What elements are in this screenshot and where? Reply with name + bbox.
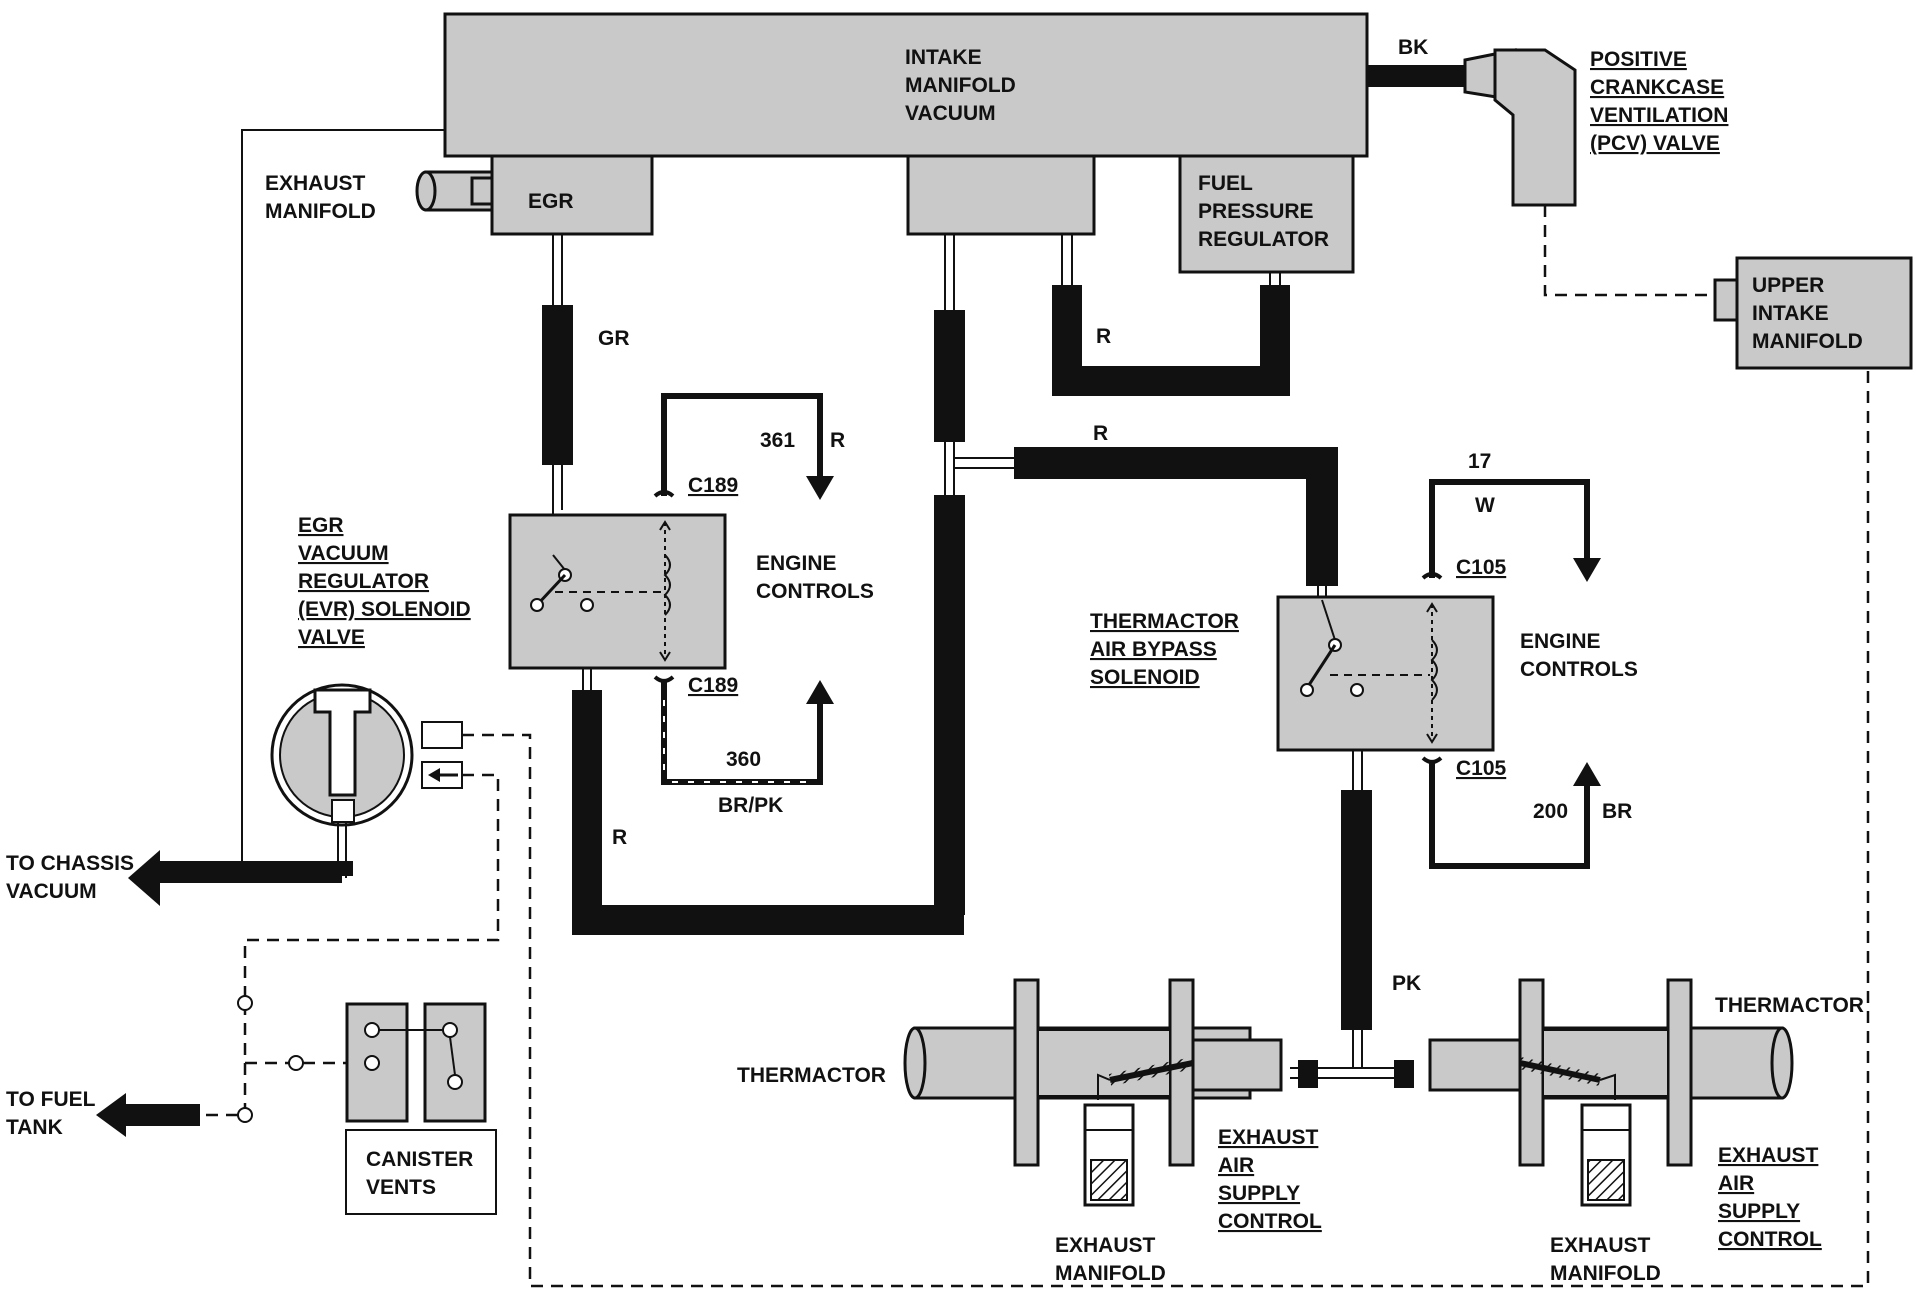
- label-pcv-2: CRANKCASE: [1590, 76, 1724, 99]
- exhaust-manifold-pipe: [415, 170, 494, 212]
- label-intake-3: VACUUM: [905, 102, 996, 125]
- thermactor-air-bypass-solenoid: [1276, 595, 1495, 752]
- label-r-fpr: R: [1096, 325, 1111, 348]
- label-easc-left-2: AIR: [1218, 1154, 1254, 1177]
- label-pcv-4: (PCV) VALVE: [1590, 132, 1720, 155]
- label-easc-right-4: CONTROL: [1718, 1228, 1822, 1251]
- thermactor-hose-pk: [1290, 700, 1414, 1088]
- label-egr: EGR: [528, 190, 574, 213]
- label-gr: GR: [598, 327, 630, 350]
- label-evr-5: VALVE: [298, 626, 365, 649]
- label-wire-200: 200: [1533, 800, 1568, 823]
- label-fuel-1: TO FUEL: [6, 1088, 96, 1111]
- canister-vent-switches: [237, 995, 497, 1215]
- label-pcv-1: POSITIVE: [1590, 48, 1687, 71]
- egr-hose-gr: [542, 234, 573, 555]
- label-fpr-2: PRESSURE: [1198, 200, 1314, 223]
- evr-wire-360: [653, 675, 834, 785]
- intake-manifold: [443, 12, 1369, 158]
- pcv-valve: [1367, 48, 1577, 207]
- evr-solenoid-valve: [508, 513, 727, 670]
- label-r-lower: R: [612, 826, 627, 849]
- label-r-361: R: [830, 429, 845, 452]
- label-engine-controls-1b: CONTROLS: [756, 580, 874, 603]
- label-evr-4: (EVR) SOLENOID: [298, 598, 471, 621]
- label-c105-top: C105: [1456, 556, 1507, 579]
- label-uim-2: INTAKE: [1752, 302, 1829, 325]
- label-c189-top: C189: [688, 474, 738, 497]
- canister-vent-line: [243, 773, 500, 1003]
- fuel-pressure-regulator: [1178, 154, 1355, 274]
- label-thermactor-left: THERMACTOR: [737, 1064, 886, 1087]
- label-easc-left-1: EXHAUST: [1218, 1126, 1319, 1149]
- label-thermactor-right: THERMACTOR: [1715, 994, 1864, 1017]
- label-evr-2: VACUUM: [298, 542, 389, 565]
- intake-vacuum-port-block: [906, 154, 1096, 236]
- label-chassis-2: VACUUM: [6, 880, 97, 903]
- label-br-pk: BR/PK: [718, 794, 783, 817]
- label-chassis-1: TO CHASSIS: [6, 852, 134, 875]
- label-tab-2: AIR BYPASS: [1090, 638, 1217, 661]
- pcv-to-uim-line: [1543, 205, 1715, 297]
- label-easc-left-4: CONTROL: [1218, 1210, 1322, 1233]
- label-pk: PK: [1392, 972, 1421, 995]
- label-w: W: [1475, 494, 1495, 517]
- label-c105-bottom: C105: [1456, 757, 1507, 780]
- label-canister-2: VENTS: [366, 1176, 436, 1199]
- upper-intake-manifold: [1713, 256, 1913, 370]
- label-uim-1: UPPER: [1752, 274, 1824, 297]
- thermactor-right-assembly: [1428, 978, 1794, 1207]
- fuel-tank-line: [96, 1093, 238, 1137]
- label-exhaust-manifold-right-2: MANIFOLD: [1550, 1262, 1661, 1285]
- intake-vacuum-hose: [934, 234, 965, 915]
- label-easc-left-3: SUPPLY: [1218, 1182, 1300, 1205]
- labels: INTAKE MANIFOLD VACUUM BK POSITIVE CRANK…: [6, 36, 1864, 1285]
- label-exhaust-manifold-left-1: EXHAUST: [1055, 1234, 1156, 1257]
- evr-wire-361: [653, 393, 834, 500]
- label-r-main: R: [1093, 422, 1108, 445]
- label-wire-361: 361: [760, 429, 795, 452]
- label-evr-3: REGULATOR: [298, 570, 429, 593]
- label-exhaust-manifold-right-1: EXHAUST: [1550, 1234, 1651, 1257]
- label-evr-1: EGR: [298, 514, 344, 537]
- vacuum-check-valve: [270, 683, 463, 827]
- label-wire-360: 360: [726, 748, 761, 771]
- label-wire-17: 17: [1468, 450, 1491, 473]
- label-c189-bottom: C189: [688, 674, 738, 697]
- chassis-vacuum-line: [128, 129, 445, 906]
- label-pcv-3: VENTILATION: [1590, 104, 1728, 127]
- label-engine-controls-2a: ENGINE: [1520, 630, 1601, 653]
- label-easc-right-1: EXHAUST: [1718, 1144, 1819, 1167]
- label-easc-right-2: AIR: [1718, 1172, 1754, 1195]
- label-bk: BK: [1398, 36, 1428, 59]
- label-tab-1: THERMACTOR: [1090, 610, 1239, 633]
- label-exhaust-manifold-2: MANIFOLD: [265, 200, 376, 223]
- label-engine-controls-2b: CONTROLS: [1520, 658, 1638, 681]
- label-fpr-3: REGULATOR: [1198, 228, 1329, 251]
- label-easc-right-3: SUPPLY: [1718, 1200, 1800, 1223]
- vacuum-return-line: [462, 368, 1870, 1288]
- label-br: BR: [1602, 800, 1632, 823]
- label-canister-1: CANISTER: [366, 1148, 473, 1171]
- label-uim-3: MANIFOLD: [1752, 330, 1863, 353]
- fpr-hose-r: [1052, 234, 1290, 396]
- label-exhaust-manifold-left-2: MANIFOLD: [1055, 1262, 1166, 1285]
- label-intake-2: MANIFOLD: [905, 74, 1016, 97]
- thermactor-left-assembly: [903, 978, 1283, 1207]
- label-engine-controls-1a: ENGINE: [756, 552, 837, 575]
- label-fuel-2: TANK: [6, 1116, 63, 1139]
- thermactor-vacuum-hose: [954, 447, 1338, 600]
- thermactor-wire-17: [1421, 479, 1601, 582]
- label-tab-3: SOLENOID: [1090, 666, 1200, 689]
- thermactor-wire-200: [1421, 756, 1601, 869]
- label-exhaust-manifold-1: EXHAUST: [265, 172, 366, 195]
- label-intake-1: INTAKE: [905, 46, 982, 69]
- egr-valve: [490, 154, 654, 236]
- label-fpr-1: FUEL: [1198, 172, 1253, 195]
